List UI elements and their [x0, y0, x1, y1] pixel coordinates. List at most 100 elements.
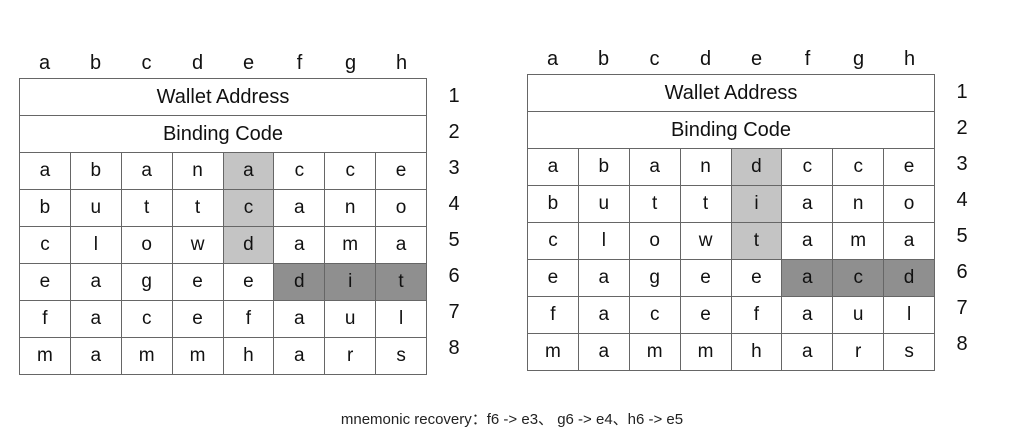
column-label: d: [191, 52, 204, 74]
grid-cell: u: [577, 185, 630, 223]
column-label: f: [296, 52, 303, 74]
grid-cell: w: [171, 226, 224, 264]
column-label: d: [699, 48, 712, 70]
grid-cell: i: [324, 263, 377, 301]
column-label: c: [649, 48, 660, 70]
grid-cell: a: [527, 148, 579, 186]
column-label: a: [546, 48, 559, 70]
column-label: b: [89, 52, 102, 74]
grid-cell: r: [832, 333, 885, 371]
wallet-address-row: Wallet Address: [527, 74, 935, 112]
grid-cell: a: [577, 333, 630, 371]
grid-cell: c: [781, 148, 834, 186]
row-number: 5: [448, 229, 460, 251]
row-number: 4: [448, 193, 460, 215]
column-label: e: [242, 52, 255, 74]
grid-cell: e: [730, 259, 783, 297]
grid-cell: d: [273, 263, 326, 301]
grid-cell: a: [781, 185, 834, 223]
grid-cell: l: [375, 300, 427, 338]
grid-cell: i: [730, 185, 783, 223]
grid-cell: c: [628, 296, 681, 334]
grid-cell: t: [375, 263, 427, 301]
grid-cell: b: [577, 148, 630, 186]
grid-cell: u: [69, 189, 122, 227]
grid-cell: e: [679, 259, 732, 297]
grid-cell: d: [730, 148, 783, 186]
row-number: 3: [448, 157, 460, 179]
grid-cell: m: [628, 333, 681, 371]
grid-cell: e: [375, 152, 427, 190]
column-label: g: [852, 48, 865, 70]
row-number: 8: [448, 337, 460, 359]
grid-cell: h: [730, 333, 783, 371]
grid-cell: t: [730, 222, 783, 260]
grid-cell: c: [19, 226, 71, 264]
grid-cell: m: [120, 337, 173, 375]
grid-cell: d: [883, 259, 935, 297]
grid-cell: a: [69, 263, 122, 301]
grid-cell: n: [324, 189, 377, 227]
grid-cell: d: [222, 226, 275, 264]
grid-cell: u: [324, 300, 377, 338]
grid-cell: o: [120, 226, 173, 264]
grid-cell: e: [883, 148, 935, 186]
row-number: 2: [448, 121, 460, 143]
grid-cell: a: [69, 337, 122, 375]
grid-cell: a: [273, 226, 326, 264]
grid-cell: c: [120, 300, 173, 338]
grid-cell: a: [273, 337, 326, 375]
grid-cell: g: [120, 263, 173, 301]
grid-cell: c: [273, 152, 326, 190]
grid-cell: o: [628, 222, 681, 260]
grid-cell: c: [832, 259, 885, 297]
row-number: 5: [956, 225, 968, 247]
row-number: 2: [956, 117, 968, 139]
grid-cell: n: [171, 152, 224, 190]
grid-cell: f: [222, 300, 275, 338]
row-number: 8: [956, 333, 968, 355]
grid-cell: c: [324, 152, 377, 190]
grid-cell: l: [577, 222, 630, 260]
grid-cell: b: [527, 185, 579, 223]
row-number: 1: [956, 81, 968, 103]
row-number: 7: [956, 297, 968, 319]
grid-cell: m: [679, 333, 732, 371]
grid-cell: e: [222, 263, 275, 301]
wallet-address-row: Wallet Address: [19, 78, 427, 116]
grid-cell: g: [628, 259, 681, 297]
grid-cell: e: [171, 300, 224, 338]
grid-cell: e: [171, 263, 224, 301]
grid-cell: b: [69, 152, 122, 190]
grid-cell: a: [69, 300, 122, 338]
mnemonic-recovery-caption: mnemonic recovery：f6 -> e3、 g6 -> e4、h6 …: [340, 411, 684, 428]
grid-cell: a: [222, 152, 275, 190]
grid-cell: m: [171, 337, 224, 375]
grid-cell: t: [120, 189, 173, 227]
column-label: h: [395, 52, 408, 74]
grid-cell: w: [679, 222, 732, 260]
row-number: 1: [448, 85, 460, 107]
grid-cell: n: [679, 148, 732, 186]
grid-cell: e: [19, 263, 71, 301]
grid-cell: m: [19, 337, 71, 375]
grid-cell: a: [19, 152, 71, 190]
column-label: e: [750, 48, 763, 70]
column-label: b: [597, 48, 610, 70]
grid-cell: t: [679, 185, 732, 223]
grid-cell: s: [883, 333, 935, 371]
row-number: 6: [448, 265, 460, 287]
